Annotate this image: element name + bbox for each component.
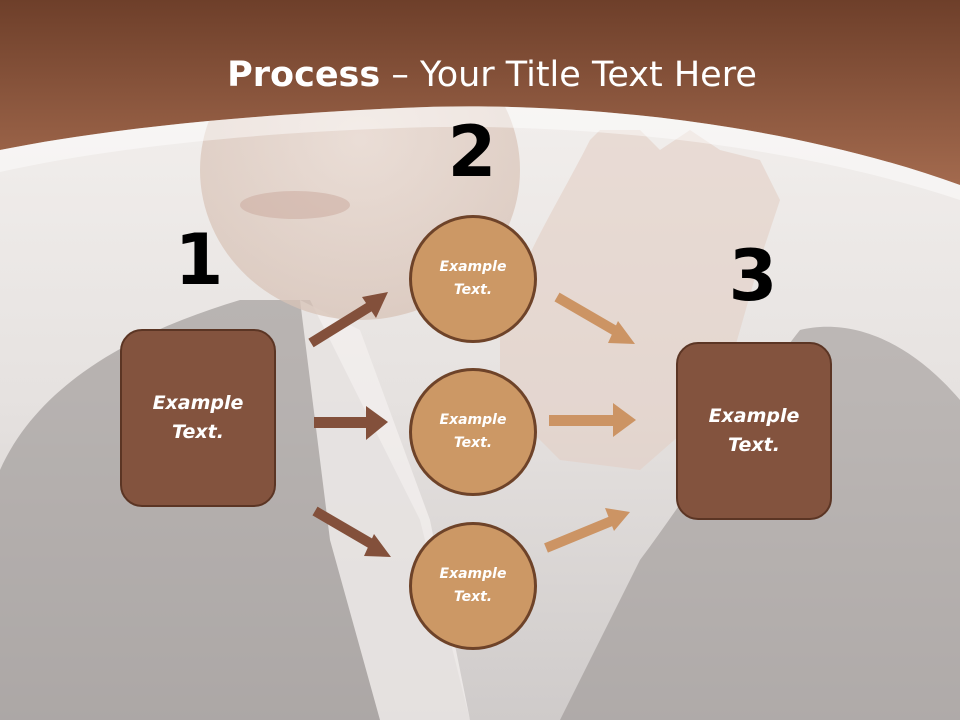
slide-title: Process – Your Title Text Here (0, 52, 960, 98)
step-number-2: 2 (447, 111, 497, 193)
step-1-box: Example Text. (120, 329, 276, 507)
step-number-3: 3 (728, 235, 778, 317)
step-2-top-label: Example Text. (439, 259, 507, 298)
title-bold: Process (227, 55, 381, 95)
arrow-2c-to-3 (544, 508, 630, 553)
arrow-2b-to-3 (549, 403, 636, 437)
step-2-middle-label: Example Text. (439, 412, 507, 451)
arrow-1-to-2a (308, 292, 388, 348)
step-2-bottom-label: Example Text. (439, 566, 507, 605)
step-2-circle-top: Example Text. (409, 215, 537, 343)
arrow-1-to-2c (312, 506, 391, 557)
arrow-1-to-2b (314, 406, 388, 440)
step-2-circle-bottom: Example Text. (409, 522, 537, 650)
step-1-label: Example Text. (152, 392, 244, 443)
step-number-1: 1 (174, 219, 224, 301)
arrow-2a-to-3 (554, 292, 635, 344)
title-rest: – Your Title Text Here (380, 55, 757, 95)
step-3-label: Example Text. (708, 405, 800, 456)
step-2-circle-middle: Example Text. (409, 368, 537, 496)
step-3-box: Example Text. (676, 342, 832, 520)
